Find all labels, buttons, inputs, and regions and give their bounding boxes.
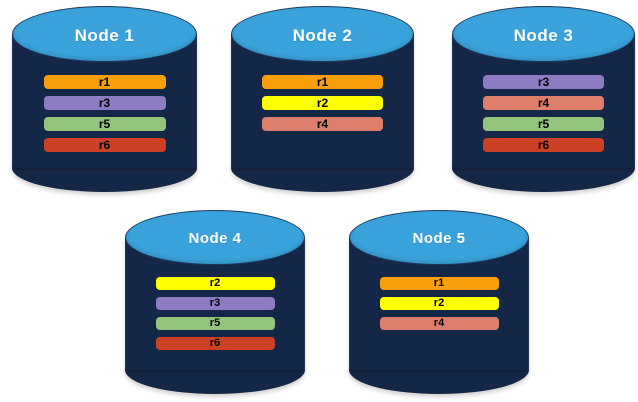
replica-label: r1 [433, 276, 445, 289]
replica-label: r1 [316, 74, 329, 89]
replica-bar[interactable]: r5 [155, 316, 275, 330]
replica-label: r6 [209, 336, 221, 349]
replica-bar[interactable]: r1 [379, 276, 499, 290]
replica-bar[interactable]: r1 [43, 74, 166, 89]
replica-bar[interactable]: r4 [262, 117, 383, 131]
replica-bar[interactable]: r6 [155, 336, 275, 350]
replica-label: r4 [537, 95, 550, 110]
replica-bar[interactable]: r6 [483, 138, 604, 152]
replica-label: r3 [98, 95, 111, 110]
database-cylinder-icon [231, 6, 414, 192]
replica-bar[interactable]: r4 [483, 96, 604, 110]
node-2-replica-list: r1 r2 r4 [231, 75, 414, 138]
replica-label: r5 [537, 116, 550, 131]
replica-bar[interactable]: r4 [379, 316, 499, 330]
replica-bar[interactable]: r2 [379, 296, 499, 310]
replica-bar[interactable]: r3 [483, 75, 604, 89]
replica-label: r4 [316, 116, 329, 131]
replica-label: r2 [209, 276, 221, 289]
replica-bar[interactable]: r3 [155, 296, 275, 310]
replica-label: r5 [209, 316, 221, 329]
node-5-replica-list: r1 r2 r4 [349, 277, 529, 337]
replica-label: r1 [98, 74, 111, 89]
cylinder-top-lid [125, 210, 305, 265]
replica-bar[interactable]: r1 [262, 75, 383, 89]
replica-label: r3 [209, 296, 221, 309]
cylinder-top-lid [231, 6, 414, 62]
node-3-replica-list: r3 r4 r5 r6 [452, 75, 635, 159]
node-1-replica-list: r1 r3 r5 r6 [12, 75, 197, 159]
database-cylinder-icon [349, 210, 529, 394]
node-4-replica-list: r2 r3 r5 r6 [125, 277, 305, 357]
replica-label: r4 [433, 316, 445, 329]
replica-label: r2 [433, 296, 445, 309]
replica-label: r3 [537, 74, 550, 89]
cylinder-top-lid [349, 210, 529, 265]
replica-bar[interactable]: r5 [43, 116, 166, 131]
replica-bar[interactable]: r3 [43, 95, 166, 110]
replica-bar[interactable]: r6 [43, 137, 166, 152]
replica-label: r2 [316, 95, 329, 110]
replica-bar[interactable]: r2 [155, 276, 275, 290]
cylinder-top-lid [452, 6, 635, 62]
replica-bar[interactable]: r5 [483, 117, 604, 131]
cylinder-top-lid [12, 6, 197, 62]
replica-bar[interactable]: r2 [262, 96, 383, 110]
replica-label: r5 [98, 116, 111, 131]
replica-label: r6 [98, 137, 111, 152]
replica-label: r6 [537, 137, 550, 152]
